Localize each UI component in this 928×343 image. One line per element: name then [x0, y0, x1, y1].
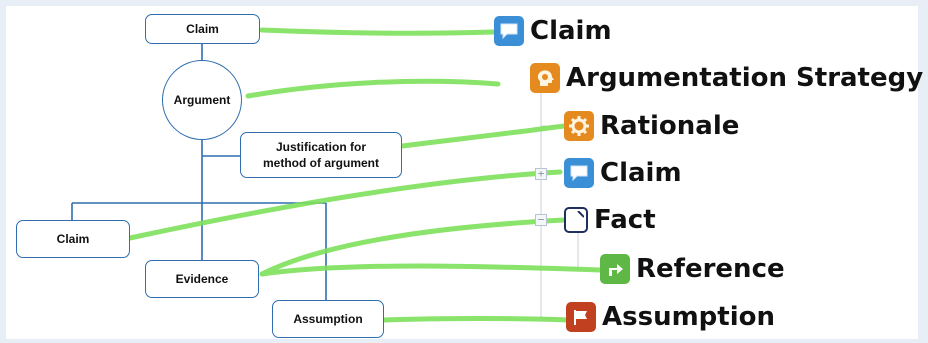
- connector-evidence-reference: [259, 263, 603, 277]
- connector-assumption: [381, 316, 571, 323]
- connector-justification: [399, 123, 567, 149]
- speech-bubble-icon: [564, 158, 594, 188]
- tree-node-label: Assumption: [602, 302, 775, 332]
- evidence-label: Evidence: [175, 271, 229, 286]
- claim-top-label: Claim: [186, 21, 219, 36]
- argument-circle: Argument: [162, 60, 242, 140]
- tree-node-reference[interactable]: Reference: [600, 254, 785, 284]
- evidence-box: Evidence: [145, 260, 259, 298]
- toggle-fact[interactable]: −: [535, 214, 547, 226]
- claim-bottom-box: Claim: [16, 220, 130, 258]
- tree-node-assumption[interactable]: Assumption: [566, 302, 775, 332]
- arrow-reference-icon: [600, 254, 630, 284]
- assumption-box: Assumption: [272, 300, 384, 338]
- frame-border-bottom: [0, 339, 928, 343]
- connector-claim: [259, 27, 497, 36]
- left-tree-lines: [71, 44, 327, 300]
- tree-node-label: Claim: [600, 158, 682, 188]
- justification-box: Justification for method of argument: [240, 132, 402, 178]
- tree-node-label: Claim: [530, 16, 612, 46]
- connector-argument: [245, 78, 501, 99]
- tree-node-label: Argumentation Strategy: [566, 63, 924, 93]
- tree-node-label: Reference: [636, 254, 785, 284]
- frame-border-top: [0, 0, 928, 6]
- frame-border-left: [0, 0, 6, 343]
- tree-node-label: Fact: [594, 205, 656, 235]
- tree-node-rationale[interactable]: Rationale: [564, 111, 739, 141]
- head-gear-icon: [530, 63, 560, 93]
- gear-icon: [564, 111, 594, 141]
- tree-node-claim-child[interactable]: Claim: [564, 158, 682, 188]
- argument-label: Argument: [173, 93, 231, 107]
- assumption-label: Assumption: [293, 311, 363, 326]
- frame-border-right: [918, 0, 928, 343]
- mapping-connectors: [127, 27, 603, 323]
- justification-label: Justification for method of argument: [263, 139, 379, 170]
- tree-node-fact[interactable]: Fact: [564, 205, 656, 235]
- tree-node-argumentation-strategy[interactable]: Argumentation Strategy: [530, 63, 923, 93]
- connector-claim-bottom: [127, 169, 563, 241]
- connector-evidence-fact: [259, 217, 567, 277]
- speech-bubble-icon: [494, 16, 524, 46]
- claim-top-box: Claim: [145, 14, 260, 44]
- toggle-claim[interactable]: +: [535, 168, 547, 180]
- tree-node-claim[interactable]: Claim: [494, 16, 612, 46]
- claim-bottom-label: Claim: [56, 231, 90, 246]
- flag-icon: [566, 302, 596, 332]
- document-icon: [564, 207, 588, 233]
- tree-node-label: Rationale: [600, 111, 740, 141]
